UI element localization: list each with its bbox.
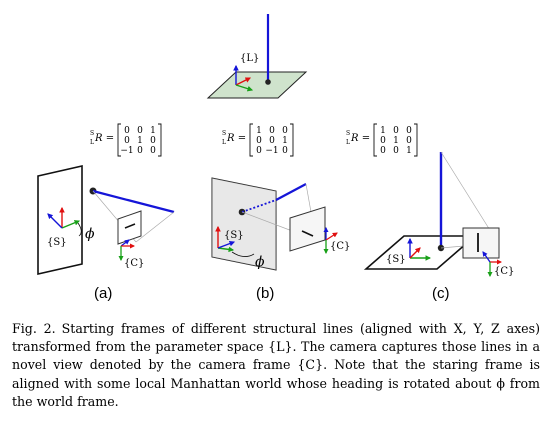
angle-arc-b (231, 251, 255, 257)
plane-S-c (363, 235, 478, 270)
panel-label-c: (c) (432, 285, 450, 302)
matrix-cell: 0 (150, 136, 156, 146)
parameter-space-diagram: {L} (206, 14, 308, 99)
projected-line-b (301, 230, 314, 237)
angle-arc-a (77, 222, 82, 237)
axis-y-S-a (47, 213, 63, 229)
matrix-bracket-right (414, 123, 418, 157)
matrix-subscript: L (346, 139, 350, 146)
matrix-bracket-right (290, 123, 294, 157)
matrix-bracket-left (373, 123, 377, 157)
panel-b-diagram: ϕ {S} {C} (211, 177, 350, 271)
axis-cam-z-c (482, 251, 491, 263)
matrix-cell: 1 (282, 136, 288, 146)
panel-label-b: (b) (256, 285, 274, 302)
matrix-cell: 0 (282, 146, 288, 156)
panel-c-diagram: {S} {C} (363, 151, 514, 278)
matrix-cell: 1 (256, 126, 262, 136)
frame-label-L: {L} (240, 53, 259, 64)
line-origin-point (265, 79, 271, 85)
matrix-superscript: S (90, 130, 94, 137)
frame-label-C-b: {C} (330, 241, 350, 252)
matrix-cell: 0 (406, 136, 412, 146)
frame-label-C-a: {C} (124, 258, 144, 269)
axis-y-S-c (409, 247, 421, 259)
matrix-lhs: R = (94, 133, 114, 144)
axis-x-S-b (217, 246, 235, 253)
matrix-lhs: R = (226, 133, 246, 144)
matrix-cell: 0 (393, 146, 399, 156)
matrix-cell: 1 (406, 146, 412, 156)
axis-cam-x-b (325, 232, 338, 241)
frame-label-S-a: {S} (47, 237, 67, 248)
matrix-cell: 1 (380, 126, 386, 136)
matrix-bracket-left (249, 123, 253, 157)
axis-y-S-b (217, 240, 236, 249)
matrix-cell: 1 (393, 136, 399, 146)
plane-L (206, 71, 308, 99)
caption-text: Starting frames of different structural … (12, 321, 541, 409)
caption-label: Fig. 2. (12, 321, 56, 336)
axis-x-L (235, 77, 252, 86)
figure-caption: Fig. 2.Starting frames of different stru… (12, 320, 540, 411)
angle-label-b: ϕ (255, 254, 265, 270)
plane-S-b-shade (212, 178, 276, 270)
matrix-lhs: R = (350, 133, 370, 144)
matrix-cell: 0 (256, 136, 262, 146)
matrix-cell: 0 (137, 126, 143, 136)
matrix-subscript: L (90, 139, 94, 146)
matrix-cell: 0 (150, 146, 156, 156)
angle-label-a: ϕ (85, 226, 95, 242)
axis-x-S-a (61, 220, 81, 229)
projected-line-a (124, 223, 136, 229)
matrix-cell: 0 (269, 126, 275, 136)
matrix-subscript: L (222, 139, 226, 146)
matrix-cell: 0 (406, 126, 412, 136)
matrix-cell: 1 (150, 126, 156, 136)
matrix-bracket-left (117, 123, 121, 157)
frame-label-S-b: {S} (224, 230, 244, 241)
matrix-cell: 0 (393, 126, 399, 136)
camera-image-a (117, 210, 142, 245)
camera-image-c (462, 227, 500, 259)
matrix-bracket-right (158, 123, 162, 157)
camera-image-b (289, 206, 326, 252)
panel-label-a: (a) (94, 285, 112, 302)
matrix-superscript: S (222, 130, 226, 137)
proj-ray-a2 (135, 211, 175, 243)
matrix-cell: 0 (380, 136, 386, 146)
matrix-cell: 0 (124, 126, 130, 136)
axis-cam-z-a (120, 239, 130, 247)
matrix-cell: 0 (124, 136, 130, 146)
structural-line-b (275, 183, 307, 201)
matrix-cell: 0 (256, 146, 262, 156)
matrix-cell: 0 (269, 136, 275, 146)
matrix-superscript: S (346, 130, 350, 137)
frame-label-C-c: {C} (494, 266, 514, 277)
plane-S-a (37, 164, 83, 276)
frame-label-S-c: {S} (386, 254, 406, 265)
matrix-cell: −1 (120, 146, 133, 156)
matrix-cell: −1 (265, 146, 278, 156)
matrix-cell: 0 (282, 126, 288, 136)
panel-a-diagram: ϕ {S} {C} (37, 164, 175, 276)
plane-S-b (211, 177, 277, 271)
matrix-cell: 0 (380, 146, 386, 156)
structural-line-a (92, 189, 175, 214)
matrix-cell: 1 (137, 136, 143, 146)
matrix-cell: 0 (137, 146, 143, 156)
axis-y-L (235, 84, 254, 92)
